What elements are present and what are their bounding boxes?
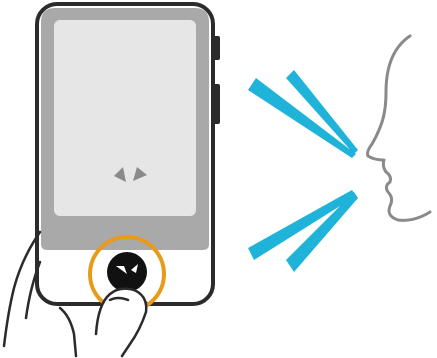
sound-wave-icon	[248, 70, 358, 272]
face-profile-icon	[368, 36, 431, 220]
device-screen	[54, 20, 196, 216]
talk-button-icon[interactable]	[107, 252, 147, 292]
